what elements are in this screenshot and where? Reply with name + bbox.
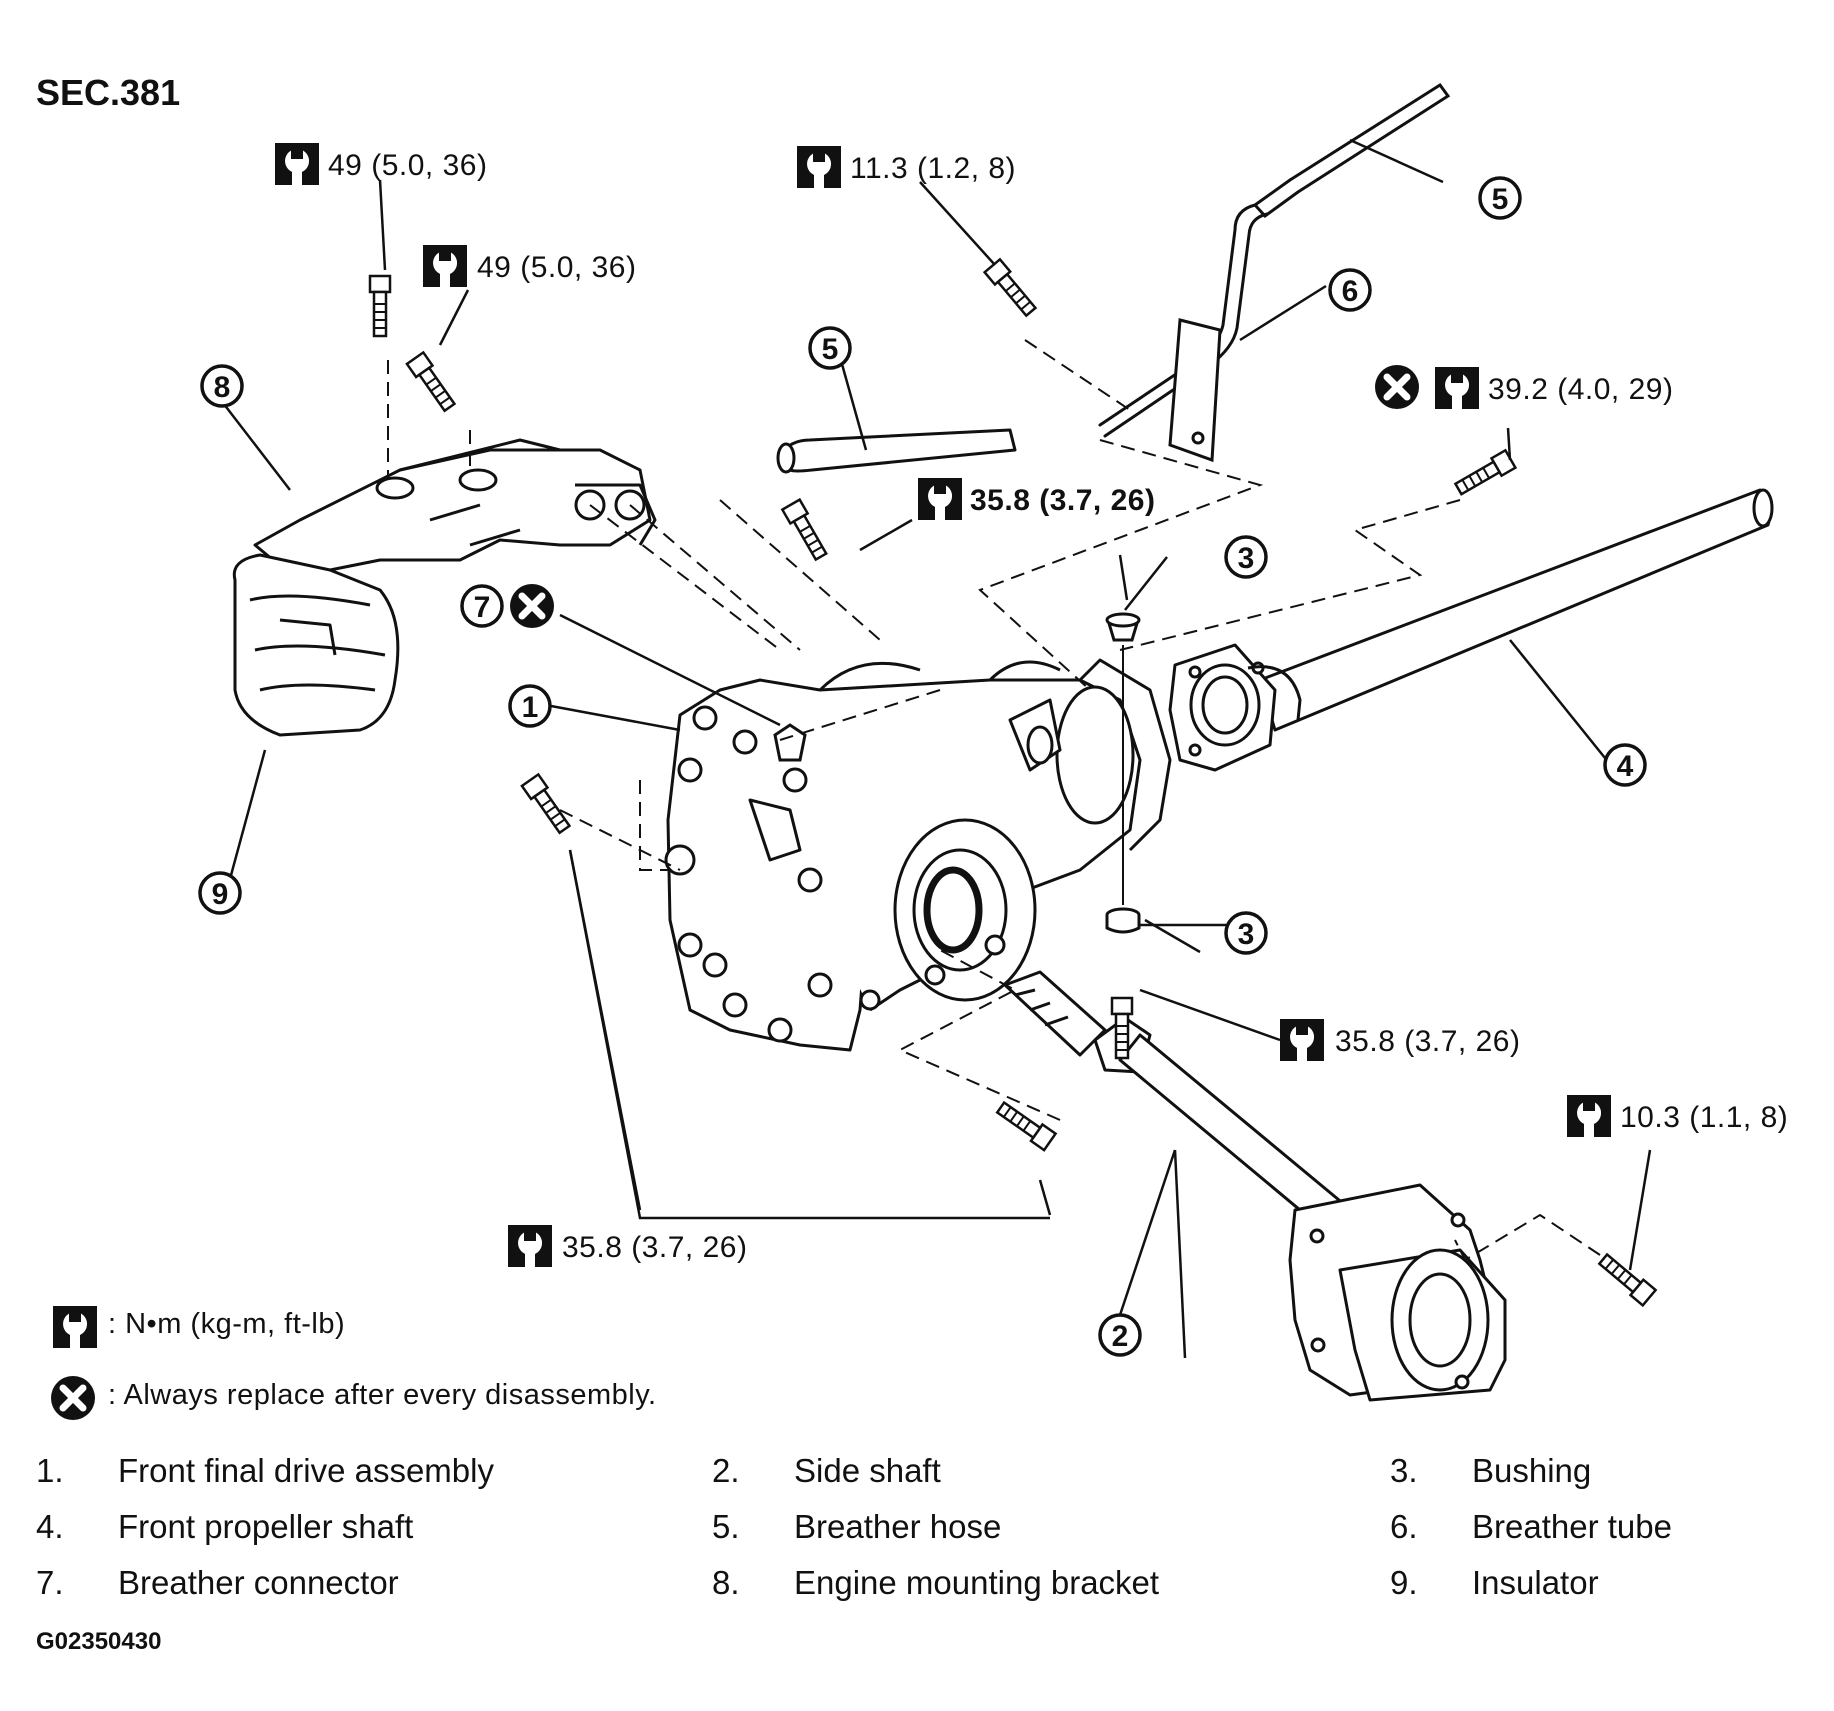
leader-bracket xyxy=(568,849,1050,1220)
callout-number: 9 xyxy=(212,878,229,911)
always-replace-icon xyxy=(47,1372,101,1426)
engine-mounting-bracket xyxy=(253,438,657,572)
side-shaft xyxy=(1003,970,1507,1402)
front-final-drive-assembly xyxy=(664,658,1172,1052)
torque-spec-text: 49 (5.0, 36) xyxy=(477,251,636,284)
callout-number: 8 xyxy=(214,371,231,404)
legend-name: Breather connector xyxy=(118,1564,399,1601)
torque-spec-t4: 39.2 (4.0, 29) xyxy=(1375,365,1673,409)
legend-num: 1. xyxy=(36,1452,64,1489)
torque-wrench-icon xyxy=(1435,367,1479,409)
callout-8: 8 xyxy=(200,364,244,408)
legend-name: Insulator xyxy=(1472,1564,1599,1601)
torque-spec-t6: 35.8 (3.7, 26) xyxy=(1280,1019,1520,1061)
torque-spec-text: 35.8 (3.7, 26) xyxy=(970,484,1155,517)
legend-num: 9. xyxy=(1390,1564,1418,1601)
legend-num: 8. xyxy=(712,1564,740,1601)
legend-name: Front propeller shaft xyxy=(118,1508,414,1545)
callout-1: 1 xyxy=(508,684,552,728)
torque-wrench-icon xyxy=(508,1225,552,1267)
legend-name: Front final drive assembly xyxy=(118,1452,494,1489)
legend-num: 3. xyxy=(1390,1452,1418,1489)
section-label: SEC.381 xyxy=(36,72,181,113)
torque-spec-text: 35.8 (3.7, 26) xyxy=(562,1231,747,1264)
breather-connector xyxy=(773,723,807,762)
torque-wrench-icon xyxy=(423,245,467,287)
insulator xyxy=(232,553,400,737)
callout-number: 6 xyxy=(1342,275,1359,308)
legend-name: Breather tube xyxy=(1472,1508,1672,1545)
callout-number: 4 xyxy=(1617,750,1634,783)
callout-number: 3 xyxy=(1238,918,1255,951)
legend-name: Breather hose xyxy=(794,1508,1002,1545)
callout-2: 2 xyxy=(1098,1313,1142,1357)
torque-spec-t8: 35.8 (3.7, 26) xyxy=(508,1225,747,1267)
torque-spec-t1: 49 (5.0, 36) xyxy=(275,143,487,185)
legend-name: Bushing xyxy=(1472,1452,1592,1489)
callout-3: 3 xyxy=(1224,911,1268,955)
legend-name: Engine mounting bracket xyxy=(794,1564,1160,1601)
callout-5: 5 xyxy=(808,326,852,370)
dashed-alignment-lines xyxy=(387,339,1601,1262)
torque-wrench-icon xyxy=(53,1306,97,1348)
callout-4: 4 xyxy=(1603,743,1647,787)
torque-spec-t7: 10.3 (1.1, 8) xyxy=(1567,1095,1788,1137)
torque-spec-text: 35.8 (3.7, 26) xyxy=(1335,1025,1520,1058)
torque-spec-text: 39.2 (4.0, 29) xyxy=(1488,373,1673,406)
legend-num: 2. xyxy=(712,1452,740,1489)
callout-number: 5 xyxy=(822,333,839,366)
torque-spec-text: 49 (5.0, 36) xyxy=(328,149,487,182)
key-torque-units: : N•m (kg-m, ft-lb) xyxy=(108,1308,346,1340)
callout-9: 9 xyxy=(198,871,242,915)
callout-number: 2 xyxy=(1112,1320,1129,1353)
legend-num: 4. xyxy=(36,1508,64,1545)
key-replace-note: : Always replace after every disassembly… xyxy=(108,1379,657,1411)
breather-hose-lower xyxy=(776,428,1017,474)
torque-wrench-icon xyxy=(275,143,319,185)
front-propeller-shaft xyxy=(1168,488,1774,772)
breather-tube xyxy=(1098,203,1269,463)
callout-number: 7 xyxy=(474,591,491,624)
breather-hose-upper xyxy=(1252,82,1451,219)
torque-wrench-icon xyxy=(918,478,962,520)
legend-num: 6. xyxy=(1390,1508,1418,1545)
always-replace-icon xyxy=(510,584,554,628)
callout-7: 7 xyxy=(460,584,504,628)
torque-spec-t5: 35.8 (3.7, 26) xyxy=(918,478,1155,520)
always-replace-icon xyxy=(1375,365,1419,409)
callout-3: 3 xyxy=(1224,535,1268,579)
torque-wrench-icon xyxy=(1567,1095,1611,1137)
bushings xyxy=(1105,612,1141,934)
torque-spec-text: 10.3 (1.1, 8) xyxy=(1620,1101,1788,1134)
torque-spec-labels: 49 (5.0, 36) 49 (5.0, 36) 11.3 (1.2, 8) 39.… xyxy=(275,143,1788,1267)
callout-5: 5 xyxy=(1478,176,1522,220)
torque-spec-text: 11.3 (1.2, 8) xyxy=(850,152,1016,185)
torque-spec-t2: 49 (5.0, 36) xyxy=(423,245,636,287)
callout-number: 1 xyxy=(522,691,539,724)
figure-id: G02350430 xyxy=(36,1628,162,1655)
legend-name: Side shaft xyxy=(794,1452,941,1489)
callout-number: 5 xyxy=(1492,183,1509,216)
legend-num: 5. xyxy=(712,1508,740,1545)
callout-6: 6 xyxy=(1328,268,1372,312)
callouts: 1 2 3 3 4 5 5 6 7 8 9 xyxy=(198,176,1647,1357)
legend-num: 7. xyxy=(36,1564,64,1601)
torque-wrench-icon xyxy=(1280,1019,1324,1061)
callout-number: 3 xyxy=(1238,542,1255,575)
torque-wrench-icon xyxy=(797,146,841,188)
torque-spec-t3: 11.3 (1.2, 8) xyxy=(797,146,1016,188)
